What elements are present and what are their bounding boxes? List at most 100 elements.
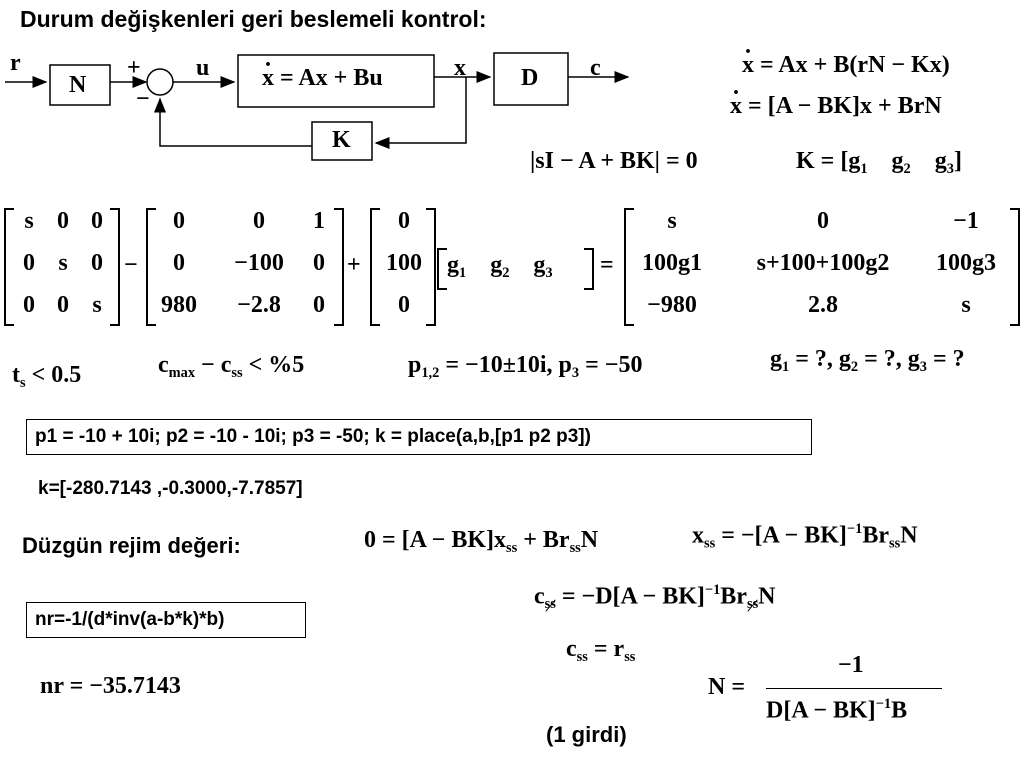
spec-poles-text: p bbox=[408, 352, 422, 378]
matrix-cell: s bbox=[667, 208, 677, 234]
equals-operator: = bbox=[600, 252, 614, 278]
plant-block bbox=[237, 54, 435, 108]
desired-poles: p1,2 = −10±10i, p3 = −50 bbox=[408, 352, 643, 382]
n-formula-denominator: D[A − BK]−1B bbox=[766, 696, 908, 724]
plant-equation-rhs: = Ax + Bu bbox=[274, 65, 383, 91]
x-dot: x bbox=[742, 52, 754, 79]
plant-equation: x = Ax + Bu bbox=[262, 65, 383, 92]
matlab-place-command: p1 = -10 + 10i; p2 = -10 - 10i; p3 = -50… bbox=[26, 419, 812, 455]
matrix-cell: s bbox=[24, 208, 34, 234]
closed-loop-equation-1: x = Ax + B(rN − Kx) bbox=[742, 52, 950, 79]
matrix-cell: −2.8 bbox=[237, 292, 281, 318]
matrix-cell: 0 bbox=[57, 208, 69, 234]
spec-cmax-text: c bbox=[158, 352, 169, 378]
x-dot: x bbox=[262, 65, 274, 92]
matrix-bracket bbox=[146, 208, 156, 326]
matrix-bracket bbox=[426, 208, 436, 326]
matrix-bracket bbox=[110, 208, 120, 326]
eq1-rhs: = Ax + B(rN − Kx) bbox=[754, 52, 950, 78]
matrix-b: 0 100 0 bbox=[378, 208, 430, 328]
signal-u-label: u bbox=[196, 55, 210, 81]
matrix-cell: −980 bbox=[647, 292, 697, 318]
matrix-cell: 0 bbox=[173, 250, 185, 276]
n-formula-numerator: −1 bbox=[838, 652, 864, 678]
matrix-cell: 0 bbox=[23, 292, 35, 318]
signal-c-label: c bbox=[590, 55, 601, 81]
k-definition: K = [g1 g2 g3] bbox=[796, 148, 962, 178]
k-block-label: K bbox=[332, 127, 351, 153]
spec-ts-text: t bbox=[12, 362, 20, 388]
matrix-cell: 0 bbox=[253, 208, 265, 234]
matrix-a: 0 0 1 0 −100 0 980 −2.8 0 bbox=[154, 208, 344, 328]
matrix-result: s 0 −1 100g1 s+100+100g2 100g3 −980 2.8 … bbox=[632, 208, 1012, 328]
matrix-cell: 0 bbox=[313, 292, 325, 318]
matrix-bracket bbox=[584, 248, 594, 290]
matrix-cell: s bbox=[92, 292, 102, 318]
characteristic-equation: |sI − A + BK| = 0 bbox=[530, 148, 698, 174]
matrix-cell: s bbox=[58, 250, 68, 276]
eq2-rhs: = [A − BK]x + BrN bbox=[742, 93, 942, 119]
matrix-cell: 0 bbox=[57, 292, 69, 318]
unknowns-text: g bbox=[770, 346, 782, 372]
unknown-gains: g1 = ?, g2 = ?, g3 = ? bbox=[770, 346, 965, 376]
matrix-bracket bbox=[370, 208, 380, 326]
matrix-cell: s+100+100g2 bbox=[756, 250, 890, 276]
css-equation: css = −D[A − BK]−1BrssN bbox=[534, 582, 776, 613]
k-result: k=[-280.7143 ,-0.3000,-7.7857] bbox=[38, 478, 303, 499]
page-title: Durum değişkenleri geri beslemeli kontro… bbox=[20, 6, 487, 32]
matrix-cell: 0 bbox=[313, 250, 325, 276]
matrix-bracket bbox=[437, 248, 447, 290]
matrix-bracket bbox=[4, 208, 14, 326]
matrix-cell: 2.8 bbox=[808, 292, 838, 318]
nr-value: nr = −35.7143 bbox=[40, 673, 181, 699]
matrix-cell: 0 bbox=[23, 250, 35, 276]
matrix-cell: 0 bbox=[398, 292, 410, 318]
steady-state-label: Düzgün rejim değeri: bbox=[22, 533, 241, 558]
matrix-cell: 100g3 bbox=[936, 250, 996, 276]
matrix-cell: s bbox=[961, 292, 971, 318]
matrix-bracket bbox=[334, 208, 344, 326]
plus-sign: + bbox=[127, 55, 141, 81]
n-block-label: N bbox=[69, 72, 87, 98]
matrix-cell: 0 bbox=[398, 208, 410, 234]
arrow-k-to-sum bbox=[154, 97, 312, 147]
xss-equation: xss = −[A − BK]−1BrssN bbox=[692, 521, 918, 552]
n-formula-lhs: N = bbox=[708, 674, 746, 700]
matrix-cell: 0 bbox=[91, 250, 103, 276]
signal-x-label: x bbox=[454, 55, 466, 81]
matrix-bracket bbox=[1010, 208, 1020, 326]
settling-time-spec: ts < 0.5 bbox=[12, 362, 82, 392]
matrix-cell: 100 bbox=[386, 250, 422, 276]
n-block bbox=[49, 64, 111, 106]
overshoot-spec: cmax − css < %5 bbox=[158, 352, 305, 382]
summing-junction bbox=[146, 68, 174, 96]
matrix-cell: 0 bbox=[817, 208, 829, 234]
signal-r-label: r bbox=[10, 50, 21, 76]
steady-state-equation: 0 = [A − BK]xss + BrssN bbox=[364, 527, 599, 557]
k-block bbox=[311, 121, 373, 161]
matrix-cell: 980 bbox=[161, 292, 197, 318]
matlab-nr-command: nr=-1/(d*inv(a-b*k)*b) bbox=[26, 602, 306, 638]
matrix-cell: 1 bbox=[313, 208, 325, 234]
footer-note: (1 girdi) bbox=[546, 722, 627, 747]
plus-operator: + bbox=[347, 252, 361, 278]
d-block-label: D bbox=[521, 65, 539, 91]
k-row-vector: g1 g2 g3 bbox=[447, 252, 553, 282]
minus-sign: − bbox=[136, 86, 150, 112]
block-diagram bbox=[5, 52, 630, 161]
matrix-cell: −1 bbox=[953, 208, 979, 234]
matrix-si: s 0 0 0 s 0 0 0 s bbox=[14, 208, 114, 328]
matrix-cell: 100g1 bbox=[642, 250, 702, 276]
matrix-cell: 0 bbox=[91, 208, 103, 234]
matrix-bracket bbox=[624, 208, 634, 326]
k-def-text: K = [g bbox=[796, 148, 861, 174]
minus-operator: − bbox=[124, 252, 138, 278]
x-dot: x bbox=[730, 93, 742, 120]
d-block bbox=[493, 52, 569, 106]
fraction-line bbox=[766, 688, 942, 689]
css-rss-equation: css = rss bbox=[566, 636, 636, 666]
matrix-cell: 0 bbox=[173, 208, 185, 234]
matrix-cell: −100 bbox=[234, 250, 284, 276]
closed-loop-equation-2: x = [A − BK]x + BrN bbox=[730, 93, 942, 120]
arrow-feedback-to-k bbox=[374, 77, 467, 149]
